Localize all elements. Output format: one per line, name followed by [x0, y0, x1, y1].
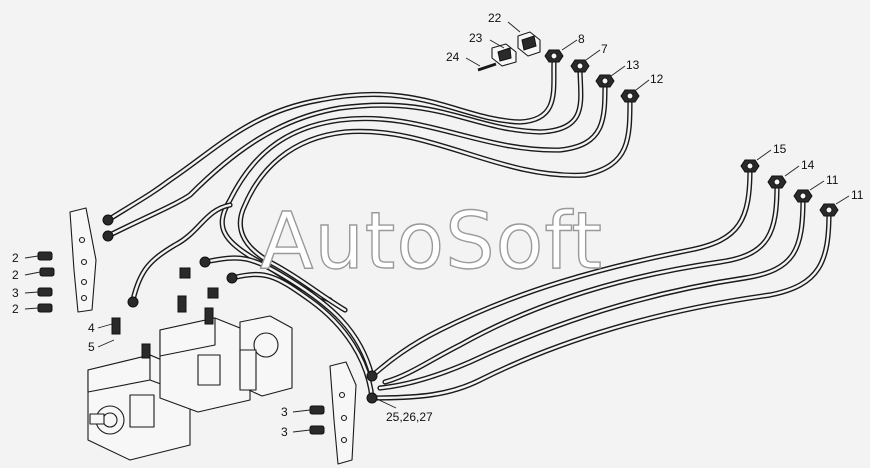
left-bracket: [69, 207, 97, 313]
callout-25-26-27: 25,26,27: [386, 410, 433, 424]
callout-7: 7: [601, 42, 608, 56]
callout-3-bottom-b: 3: [281, 425, 288, 439]
callout-22: 22: [488, 11, 502, 25]
callout-11-lower: 11: [851, 188, 864, 202]
callout-2-first: 2: [12, 251, 19, 265]
callout-5: 5: [88, 340, 95, 354]
callout-labels: 22 23 24 8 7 13 12 15 14 11 11 2 2 3 2 4…: [12, 11, 864, 439]
callout-4: 4: [88, 321, 95, 335]
hose-nuts-upper: [544, 49, 839, 217]
clamp-assembly: [477, 31, 541, 72]
callout-2-second: 2: [12, 268, 19, 282]
callout-12: 12: [650, 72, 664, 86]
callout-11-upper: 11: [826, 173, 839, 187]
callout-15: 15: [773, 142, 787, 156]
callout-2-third: 2: [12, 302, 19, 316]
bolt-24: [477, 62, 497, 72]
pump-assembly: [87, 214, 378, 461]
callout-24: 24: [446, 50, 460, 64]
callout-23: 23: [469, 31, 483, 45]
leader-lines: [24, 21, 850, 433]
right-bracket: [329, 361, 357, 465]
callout-14: 14: [801, 158, 815, 172]
hose-group: [105, 59, 832, 401]
fittings-left: [37, 251, 55, 313]
callout-3-bottom-a: 3: [281, 405, 288, 419]
callout-8: 8: [578, 32, 585, 46]
watermark-text: AutoSoft: [260, 197, 603, 287]
fittings-bottom: [309, 405, 325, 435]
callout-13: 13: [626, 58, 640, 72]
callout-3-left: 3: [12, 286, 19, 300]
